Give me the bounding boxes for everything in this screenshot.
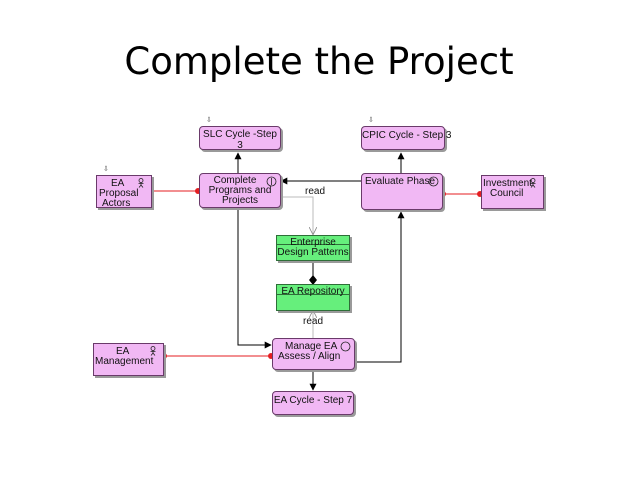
connector-dot xyxy=(195,188,201,194)
edge-manage-to-evaluate xyxy=(355,211,405,363)
node-label-line3: Projects xyxy=(221,195,259,206)
slide-title: Complete the Project xyxy=(124,40,514,83)
node-label-line1: EA xyxy=(111,178,125,189)
node-slc-cycle[interactable]: SLC Cycle -Step 3 xyxy=(199,126,281,151)
node-label-line2: Design Patterns xyxy=(277,247,349,258)
node-label-line2: Management xyxy=(95,356,154,367)
node-manage-ea[interactable]: Manage EA Assess / Align xyxy=(272,338,355,370)
edge-label-read-bottom: read xyxy=(303,316,324,327)
interface-icon: ⇩ xyxy=(103,166,109,173)
node-ea-proposal-actors[interactable]: EA Proposal Actors xyxy=(96,175,152,209)
node-ea-management[interactable]: EA Management xyxy=(93,343,164,376)
edge-label-read-top: read xyxy=(305,186,326,197)
node-label: Evaluate Phase xyxy=(365,176,436,187)
edge-read-access-top xyxy=(281,196,313,234)
connector-dot xyxy=(440,191,446,197)
data-object-header xyxy=(277,244,349,245)
node-enterprise-design-patterns[interactable]: Enterprise Design Patterns xyxy=(276,235,350,261)
interface-icon: ⇩ xyxy=(206,117,212,124)
node-label-line1: Manage EA xyxy=(285,341,338,352)
node-label-line2: Council xyxy=(490,188,524,199)
connector-dot xyxy=(477,191,483,197)
node-ea-cycle[interactable]: EA Cycle - Step 7 xyxy=(272,391,354,415)
node-investment-council[interactable]: Investment Council xyxy=(481,175,544,209)
event-icon xyxy=(266,176,277,187)
interface-icon: ⇩ xyxy=(368,117,374,124)
composition-diamond xyxy=(309,275,317,285)
node-cpic-cycle[interactable]: CPIC Cycle - Step 3 xyxy=(361,126,452,150)
node-label-line2: Assess / Align xyxy=(278,351,341,362)
node-label-line2: Proposal xyxy=(99,188,139,199)
node-label-line1: Enterprise xyxy=(290,237,336,248)
edge-complete-to-manage xyxy=(237,208,272,349)
node-label-line2: Programs and xyxy=(208,185,272,196)
node-evaluate-phase[interactable]: Evaluate Phase xyxy=(361,173,443,210)
actor-icon xyxy=(150,346,156,356)
node-label: EA Cycle - Step 7 xyxy=(273,395,353,406)
data-object-header xyxy=(277,294,349,295)
node-label: SLC Cycle -Step 3 xyxy=(203,129,277,151)
connector-dot xyxy=(161,353,167,359)
connector-dot xyxy=(268,353,274,359)
node-ea-repository[interactable]: EA Repository xyxy=(276,284,350,311)
actor-icon xyxy=(530,178,536,188)
node-label-line1: EA xyxy=(116,346,130,357)
event-icon xyxy=(340,341,351,352)
node-label: CPIC Cycle - Step 3 xyxy=(362,130,452,141)
node-label-line1: Complete xyxy=(213,175,257,186)
actor-icon xyxy=(138,178,144,188)
node-label: EA Repository xyxy=(281,286,345,297)
event-icon xyxy=(428,176,439,187)
node-complete-programs[interactable]: Complete Programs and Projects xyxy=(199,173,281,208)
node-label-line3: Actors xyxy=(102,198,131,209)
node-label-line1: Investment xyxy=(483,178,532,189)
